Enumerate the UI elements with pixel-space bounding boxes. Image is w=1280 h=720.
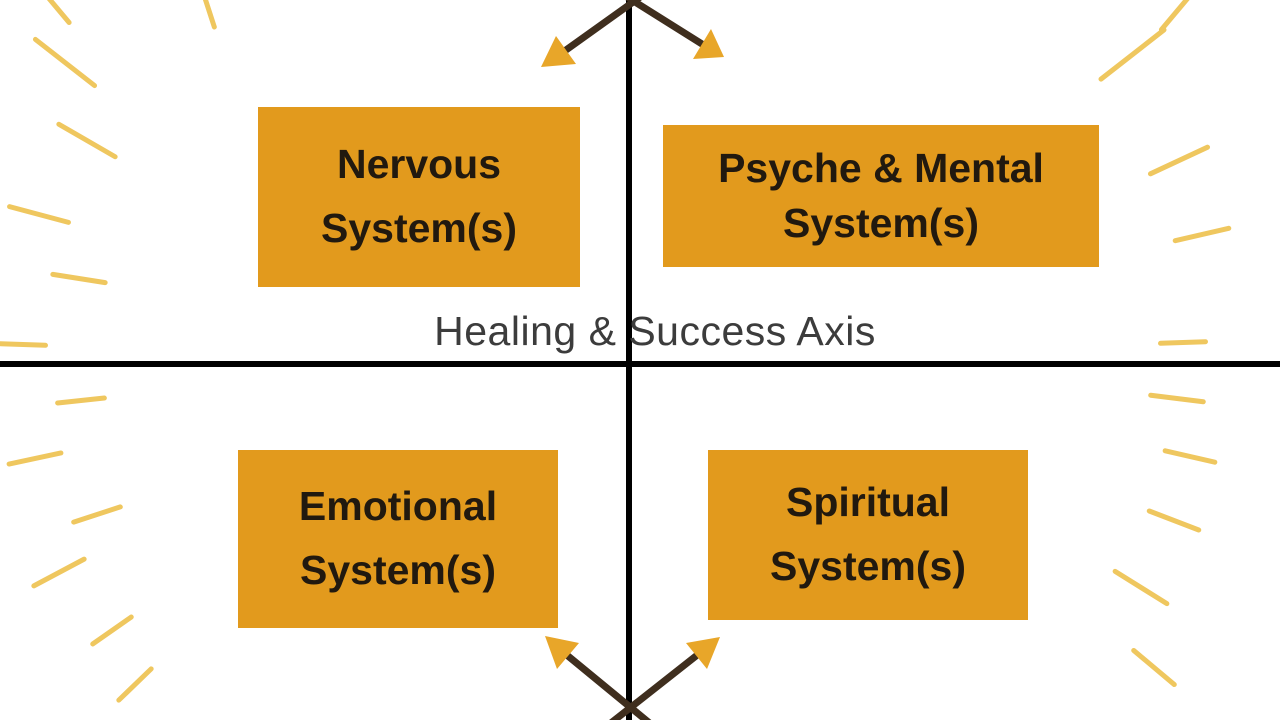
sunburst-ray (1146, 507, 1202, 534)
sunburst-ray (6, 203, 72, 226)
box-psyche-mental-system: Psyche & Mental System(s) (663, 125, 1099, 267)
box-spiritual-system-label-line2: System(s) (770, 543, 966, 589)
arrow-head-top-right-icon (693, 29, 724, 59)
sunburst-ray (35, 0, 73, 27)
arrow-head-bottom-right-icon (686, 637, 720, 669)
sunburst-ray (1172, 225, 1232, 244)
sunburst-ray (6, 450, 64, 467)
arrow-shaft-bottom-right (609, 652, 700, 720)
box-psyche-mental-system-label-line1: Psyche & Mental (718, 144, 1044, 191)
vertical-axis-line (626, 0, 632, 720)
sunburst-ray (0, 341, 49, 348)
box-emotional-system-label-line1: Emotional (298, 483, 498, 530)
sunburst-ray (198, 0, 218, 31)
sunburst-ray (70, 503, 124, 526)
axis-label: Healing & Success Axis (434, 308, 876, 354)
sunburst-ray (31, 35, 99, 90)
sunburst-ray (1130, 646, 1178, 689)
sunburst-ray (1147, 143, 1211, 178)
sunburst-ray (30, 555, 88, 590)
sunburst-ray (89, 613, 135, 648)
arrow-head-top-left-icon (541, 36, 576, 67)
box-emotional-system: Emotional System(s) (238, 450, 558, 628)
sunburst-ray (115, 665, 155, 704)
horizontal-axis-line (0, 361, 1280, 367)
arrow-shaft-bottom-left (564, 652, 652, 720)
box-psyche-mental-system-label-line2: System(s) (783, 200, 979, 246)
sunburst-ray (1162, 447, 1218, 466)
box-nervous-system-label-line2: System(s) (321, 205, 517, 251)
sunburst-ray (49, 271, 109, 286)
arrow-shaft-top-left (562, 0, 643, 54)
box-nervous-system-label-line1: Nervous (336, 141, 502, 188)
arrow-head-bottom-left-icon (545, 636, 579, 669)
sunburst-ray (54, 395, 108, 406)
box-spiritual-system-label-line1: Spiritual (785, 479, 951, 526)
box-nervous-system: Nervous System(s) (258, 107, 580, 287)
sunburst-ray (1157, 339, 1209, 346)
sunburst-ray (1097, 26, 1168, 83)
sunburst-ray (1111, 567, 1171, 608)
sunburst-ray (1147, 392, 1207, 405)
sunburst-ray (55, 120, 119, 161)
box-emotional-system-label-line2: System(s) (300, 547, 496, 593)
box-spiritual-system: Spiritual System(s) (708, 450, 1028, 620)
